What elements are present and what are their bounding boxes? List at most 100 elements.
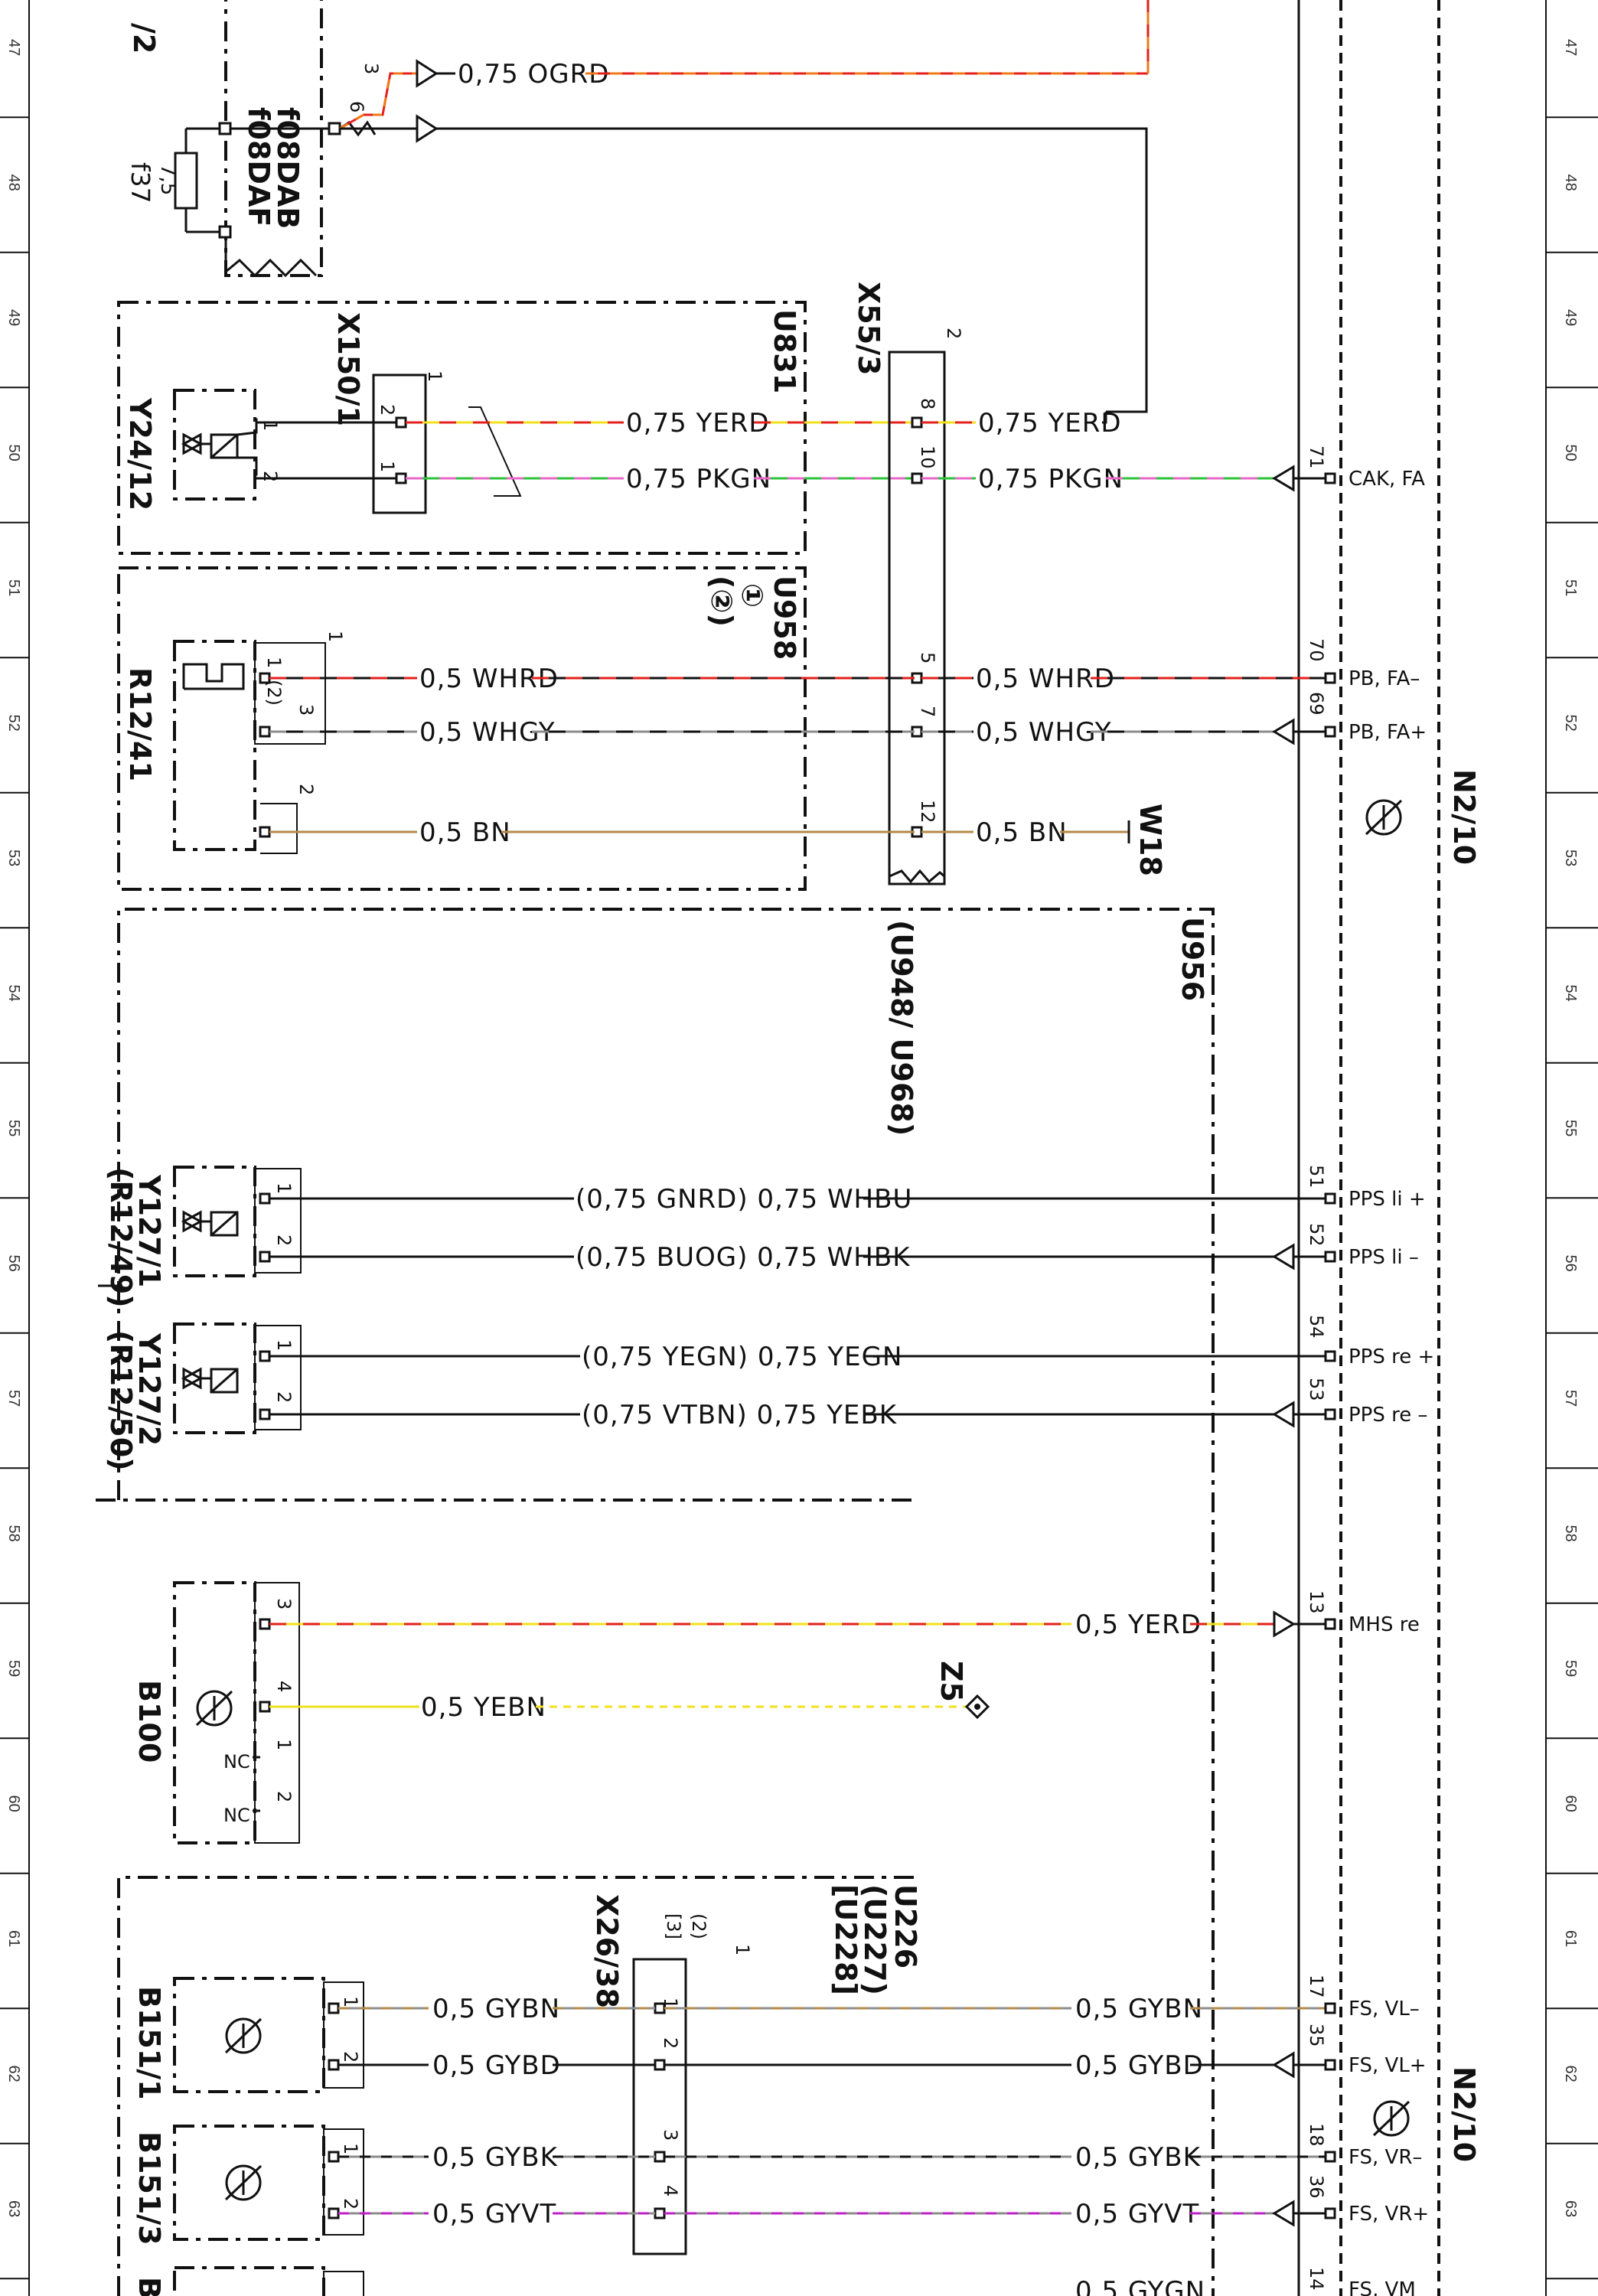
wire-label-yebn: 0,5 YEBN [421,1692,546,1723]
wire-label-gybd-b: 0,5 GYBD [1075,2050,1204,2081]
b151-3-pin-1: 1 [340,2143,361,2154]
bottom-partial-box [173,2266,325,2296]
fuse-rating: 7,5 [156,164,179,195]
y24-pin-1: 1 [259,419,281,431]
x55-pin-2-top: 2 [943,328,964,339]
valve-icon [181,432,239,459]
twisted-pair-mark [468,406,522,497]
r12-pin-2-paren: (2) [263,680,285,706]
x150-pin-1: 1 [377,461,398,472]
sensor-icon [195,1690,233,1727]
u958-circle-2: (②) [705,576,739,627]
row-number: 54 [5,985,22,1002]
x26-pin-2: 2 [660,2037,681,2049]
y127-2-valve-box [173,1322,256,1434]
signal-pps-re-plus: PPS re + [1349,1345,1434,1368]
wire-label-gybk-b: 0,5 GYBK [1075,2142,1202,2173]
wire-label-yerd-a: 0,75 YERD [626,408,770,439]
fuse-pin-3: 3 [360,63,382,74]
u226-label: U226 [889,1884,922,1968]
row-number: 63 [5,2200,22,2217]
signal-fs-vl-plus: FS, VL+ [1349,2054,1427,2077]
wire-black-fuse [436,127,1148,413]
top-left-partial-label: /2 [127,23,161,54]
row-number: 50 [5,445,22,461]
row-number: 58 [5,1525,22,1542]
row-number: 62 [5,2066,22,2082]
y127-2-pin-1: 1 [273,1339,295,1351]
u948-u968-label: (U948/ U968) [885,920,918,1136]
wire-label-yerd-mhs: 0,5 YERD [1075,1609,1202,1640]
row-number: 51 [5,579,22,596]
n2-pin-71: 71 [1306,445,1327,469]
row-number: 49 [1562,309,1579,326]
x55-pin-12: 12 [917,800,938,823]
wire-label-yegn: (0,75 YEGN) 0,75 YEGN [582,1342,902,1372]
valve-icon [181,1210,239,1237]
row-number: 62 [1562,2066,1579,2082]
n2-10-sensor-icon-a [1365,799,1403,836]
n2-10-pins-lower: 17 35 18 36 14 FS, VL– FS, VL+ FS, VR– F… [1306,1975,1429,2296]
n2-10-pins-upper: 71 70 69 CAK, FA PB, FA– PB, FA+ [1306,445,1427,744]
wire-label-yebk: (0,75 VTBN) 0,75 YEBK [582,1400,898,1430]
signal-fs-vm: FS, VM [1349,2278,1416,2296]
x26-pin-2-top: (2) [688,1913,709,1939]
wire-label-ogrd: 0,75 OGRD [458,59,609,90]
u226-outline [117,1876,918,2296]
signal-fs-vl-minus: FS, VL– [1349,1998,1420,2020]
wire-label-bn-b: 0,5 BN [976,817,1068,848]
n2-10-pins-middle: 51 52 54 53 PPS li + PPS li – PPS re + P… [1306,1165,1434,1427]
fuse-f37-label: f37 [126,162,155,204]
n2-pin-51: 51 [1306,1165,1327,1189]
row-number: 63 [1562,2200,1579,2217]
row-number: 52 [1562,715,1579,732]
x26-38-connector [632,1958,687,2255]
n2-pin-17: 17 [1306,1975,1327,1998]
x150-pin-1-top: 1 [424,370,445,382]
x55-pin-8: 8 [917,398,938,409]
wire-label-whgy-b: 0,5 WHGY [976,717,1112,748]
heater-icon [182,663,245,690]
x150-1-connector [372,373,427,514]
r12-49-label: (R12/49) [104,1167,138,1308]
row-number: 61 [5,1930,22,1947]
x26-pin-4: 4 [660,2185,681,2197]
u831-label: U831 [768,309,801,393]
row-number: 50 [1562,445,1579,461]
n2-pin-70: 70 [1306,638,1327,662]
r12-41-label: R12/41 [123,667,157,781]
w18-label: W18 [1133,804,1167,876]
n2-10-label-a: N2/10 [1447,769,1481,865]
b100-pin-4: 4 [273,1681,295,1692]
b151-3-pin-2: 2 [340,2198,361,2210]
fuse-zigzag [225,258,318,278]
row-number: 60 [5,1795,22,1812]
b100-pin-3: 3 [273,1598,295,1609]
row-number: 57 [1562,1390,1579,1407]
row-number: 60 [1562,1795,1579,1812]
b100-nc-1: NC [223,1751,250,1773]
row-number: 47 [5,39,22,56]
y24-label: Y24/12 [123,397,157,510]
r12-pin-1-top: 1 [324,631,346,642]
row-number: 57 [5,1390,22,1407]
row-number: 52 [5,715,22,732]
n2-pin-69: 69 [1306,692,1327,716]
valve-icon [181,1367,239,1394]
n2-pin-14: 14 [1306,2267,1327,2291]
wire-label-gybd-a: 0,5 GYBD [432,2050,561,2081]
wire-label-pkgn-a: 0,75 PKGN [626,464,771,494]
y24-12-valve-box [173,389,256,501]
wire-label-gyvt-a: 0,5 GYVT [432,2199,556,2229]
wire-label-gybk-a: 0,5 GYBK [432,2142,559,2173]
b151-1-pin-2: 2 [340,2051,361,2063]
x55-pin-7: 7 [917,706,938,717]
x55-pin-10: 10 [917,445,938,469]
u956-outline [117,908,1215,2296]
sensor-icon [224,2164,263,2201]
signal-pb-fa-minus: PB, FA– [1349,667,1420,690]
u956-label: U956 [1176,917,1209,1001]
wire-label-yerd-b: 0,75 YERD [978,408,1122,439]
r12-41-pin-group [254,642,326,745]
